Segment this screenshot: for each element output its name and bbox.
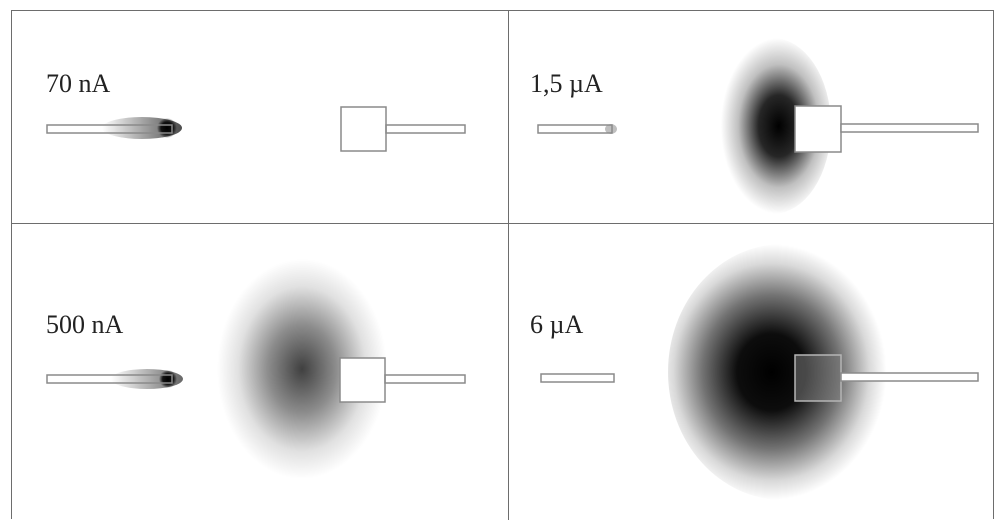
discharge-tip (605, 124, 617, 134)
plate-electrode-rod (840, 372, 979, 382)
panel-6ua-scene (540, 244, 979, 500)
plasma-cloud (668, 244, 898, 500)
current-label: 70 nA (46, 69, 111, 98)
panel-70na-scene (46, 106, 466, 152)
needle-electrode (540, 373, 615, 383)
needle-electrode (46, 124, 173, 134)
plasma-cloud (217, 259, 387, 479)
vertical-divider (508, 11, 509, 520)
current-label: 1,5 µA (530, 69, 603, 98)
panel-1-5ua: 1,5 µA (508, 11, 994, 224)
needle-electrode (46, 374, 173, 384)
plate-electrode-rod (385, 124, 466, 134)
plate-electrode-rod (384, 374, 466, 384)
grid-frame (11, 10, 994, 519)
needle-electrode (537, 124, 613, 134)
plate-electrode (794, 354, 842, 402)
panel-70na: 70 nA (12, 11, 508, 224)
panel-1-5ua-scene (537, 38, 979, 214)
panel-500na: 500 nA (12, 224, 508, 519)
current-label: 500 nA (46, 310, 124, 339)
current-label: 6 µA (530, 310, 584, 339)
plate-electrode-rod (840, 123, 979, 133)
panel-6ua: 6 µA (508, 224, 994, 519)
panel-500na-scene (46, 259, 466, 479)
horizontal-divider (12, 223, 994, 224)
plasma-cloud (715, 38, 831, 214)
